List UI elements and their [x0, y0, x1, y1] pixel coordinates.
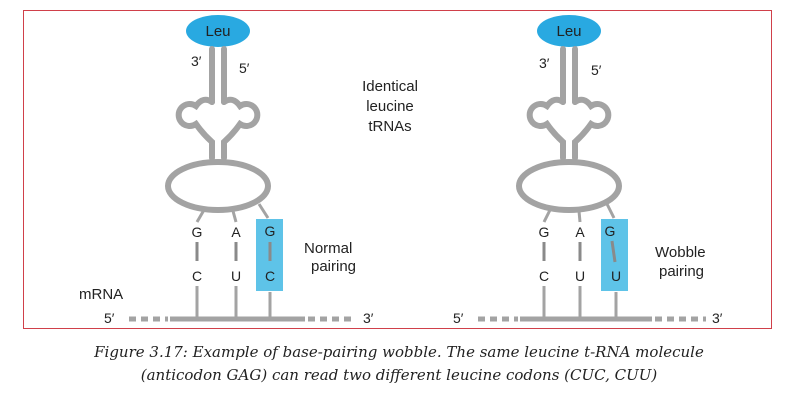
center-label-line-2: leucine [366, 98, 414, 115]
left-codon-1: C [192, 268, 202, 284]
right-connector-1 [542, 209, 552, 223]
center-label: Identical leucine tRNAs [362, 78, 418, 135]
left-pairing-label-1: Normal [304, 240, 352, 257]
right-connector-3 [605, 203, 616, 219]
caption-line-1: Figure 3.17: Example of base-pairing wob… [94, 343, 704, 361]
figure-caption: Figure 3.17: Example of base-pairing wob… [0, 341, 798, 387]
left-t-arm [221, 96, 261, 161]
left-anticodon-loop [165, 159, 271, 213]
right-wobble-bond [610, 240, 617, 263]
right-pairing-label-1: Wobble [655, 244, 706, 261]
right-pairing-label-2: pairing [659, 263, 704, 280]
wobble-diagram: Leu G A G C U C [79, 15, 723, 326]
right-codon-2: U [575, 268, 585, 284]
left-pairing-label-2: pairing [311, 258, 356, 275]
right-leu-ellipse [537, 15, 601, 47]
left-d-arm [175, 96, 215, 161]
right-trna: Leu G A G C U U [453, 15, 723, 326]
left-connector-1 [195, 209, 206, 223]
right-mrna-5-prime: 5′ [453, 310, 464, 326]
right-anticodon-2: A [575, 224, 585, 240]
right-connector-2 [577, 210, 582, 223]
left-leu-label: Leu [205, 23, 230, 40]
center-label-line-1: Identical [362, 78, 418, 95]
right-anticodon-3: G [605, 223, 616, 239]
right-codon-1: C [539, 268, 549, 284]
left-connector-2 [231, 210, 238, 223]
left-mrna-5-prime: 5′ [104, 310, 115, 326]
mrna-label: mRNA [79, 286, 123, 303]
center-label-line-3: tRNAs [368, 118, 411, 135]
left-anticodon-1: G [192, 224, 203, 240]
left-anticodon-2: A [231, 224, 241, 240]
caption-line-2: (anticodon GAG) can read two different l… [140, 366, 658, 384]
right-anticodon-loop [516, 159, 622, 213]
left-5-prime: 5′ [239, 60, 250, 76]
left-codon-2: U [231, 268, 241, 284]
right-codon-3: U [611, 268, 621, 284]
right-t-arm [572, 96, 612, 161]
left-mrna-3-prime: 3′ [363, 310, 374, 326]
right-d-arm [526, 96, 566, 161]
left-connector-3 [257, 203, 270, 219]
right-mrna-3-prime: 3′ [712, 310, 723, 326]
right-3-prime: 3′ [539, 55, 550, 71]
left-codon-3: C [265, 268, 275, 284]
left-leu-ellipse [186, 15, 250, 47]
left-3-prime: 3′ [191, 53, 202, 69]
left-anticodon-3: G [265, 223, 276, 239]
figure-frame [23, 10, 772, 329]
right-leu-label: Leu [556, 23, 581, 40]
right-anticodon-1: G [539, 224, 550, 240]
left-trna: Leu G A G C U C [79, 15, 374, 326]
right-5-prime: 5′ [591, 62, 602, 78]
